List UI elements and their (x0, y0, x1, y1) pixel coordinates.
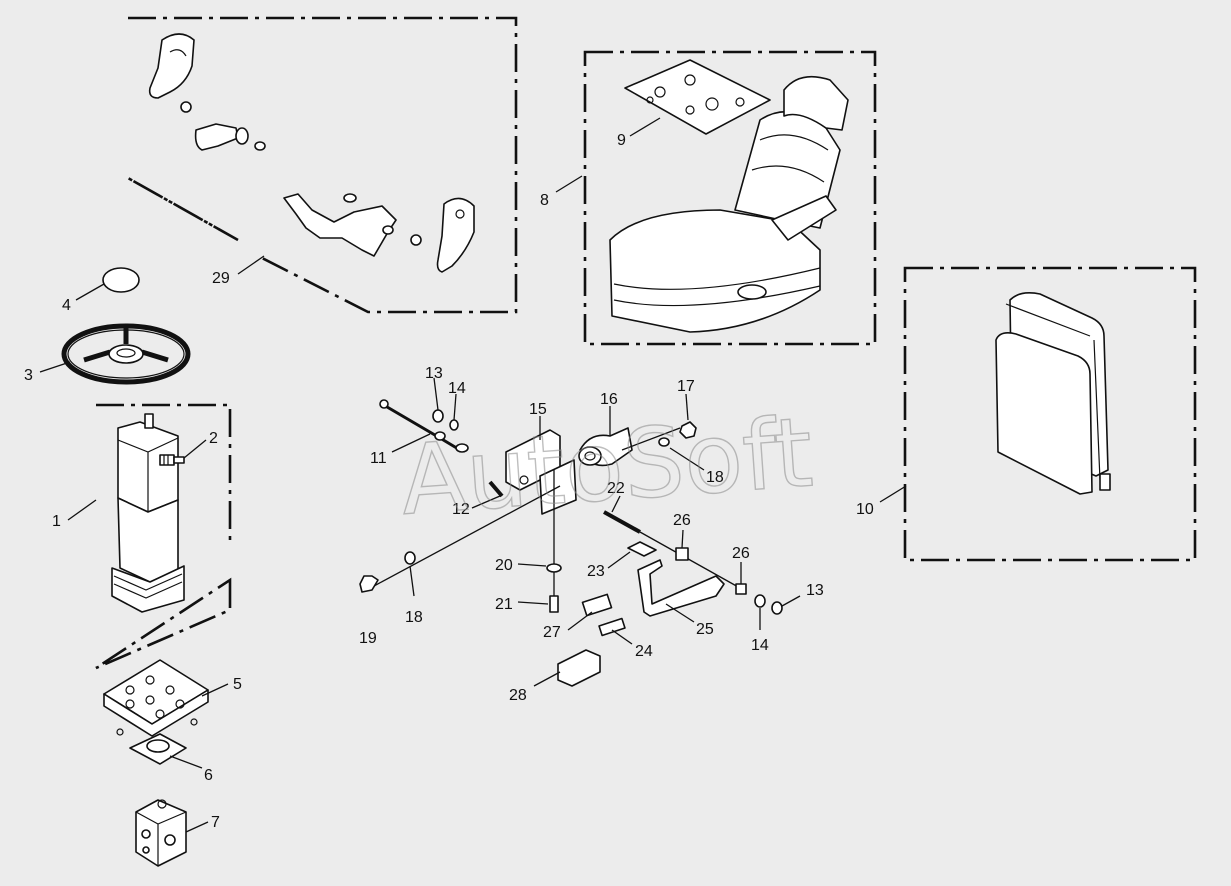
callout-16: 16 (600, 391, 618, 408)
callout-4: 4 (62, 297, 71, 314)
callout-25: 25 (696, 621, 714, 638)
steering-wheel (61, 323, 191, 385)
callout-17: 17 (677, 378, 695, 395)
washer-20 (546, 563, 562, 573)
callout-labels: 1 2 3 4 5 6 7 8 9 10 11 12 13 13 14 14 1… (24, 132, 874, 831)
callout-19: 19 (359, 630, 377, 647)
armrest-right (283, 193, 475, 273)
callout-18: 18 (706, 469, 724, 486)
frame-1-column-group (95, 403, 232, 670)
callout-24: 24 (635, 643, 653, 660)
steering-valve (135, 799, 187, 867)
bushing-26a (675, 547, 689, 561)
mounting-plate (103, 659, 209, 737)
callout-23: 23 (587, 563, 605, 580)
callout-22: 22 (607, 480, 625, 497)
solenoid (578, 427, 633, 467)
block-27 (581, 593, 613, 617)
callout-3: 3 (24, 367, 33, 384)
screw-21 (549, 595, 559, 613)
column-knob (159, 454, 185, 466)
callout-6: 6 (204, 767, 213, 784)
pedal-pad (557, 649, 601, 687)
callout-13-right: 13 (806, 582, 824, 599)
callout-15: 15 (529, 401, 547, 418)
bolt-axis-line (373, 485, 561, 587)
washer-18 (658, 437, 670, 447)
callout-27: 27 (543, 624, 561, 641)
watermark: AutoSoft (397, 396, 816, 536)
callout-21: 21 (495, 596, 513, 613)
bolt-19 (359, 575, 379, 593)
washer-18-lower (404, 551, 416, 565)
callout-7: 7 (211, 814, 220, 831)
seat-mounting-plate (624, 59, 771, 135)
leader-lines (39, 117, 907, 833)
nut-17 (679, 421, 697, 439)
bushing-26b (735, 583, 747, 595)
solenoid-axis-line (621, 427, 681, 451)
callout-18-lower: 18 (405, 609, 423, 626)
washer-14-right (754, 594, 766, 608)
spring-pin (488, 480, 504, 498)
callout-12: 12 (452, 501, 470, 518)
frame-10-cover-group (903, 266, 1197, 562)
callout-9: 9 (617, 132, 626, 149)
operator-seat (609, 75, 849, 333)
pad-24 (598, 617, 626, 637)
callout-1: 1 (52, 513, 61, 530)
callout-8: 8 (540, 192, 549, 209)
callout-2: 2 (209, 430, 218, 447)
callout-10: 10 (856, 501, 874, 518)
horn-cap (102, 267, 140, 293)
armrest-left (148, 33, 266, 151)
control-cable (379, 399, 469, 453)
o-ring-13 (432, 409, 444, 423)
steering-column (111, 413, 185, 613)
frame-29-armrest-group (127, 16, 518, 314)
callout-14-right: 14 (751, 637, 769, 654)
callout-29: 29 (212, 270, 230, 287)
callout-5: 5 (233, 676, 242, 693)
callout-11: 11 (370, 450, 387, 467)
callout-13: 13 (425, 365, 443, 382)
seat-cover (995, 292, 1111, 495)
callout-20: 20 (495, 557, 513, 574)
callout-26-right: 26 (732, 545, 750, 562)
pad-23 (627, 541, 657, 557)
frame-8-seat-group (583, 50, 877, 346)
callout-28: 28 (509, 687, 527, 704)
callout-14: 14 (448, 380, 466, 397)
o-ring-13-right (771, 601, 783, 615)
callout-26: 26 (673, 512, 691, 529)
pedal-shaft (603, 510, 741, 589)
pedal-lever (637, 559, 725, 617)
